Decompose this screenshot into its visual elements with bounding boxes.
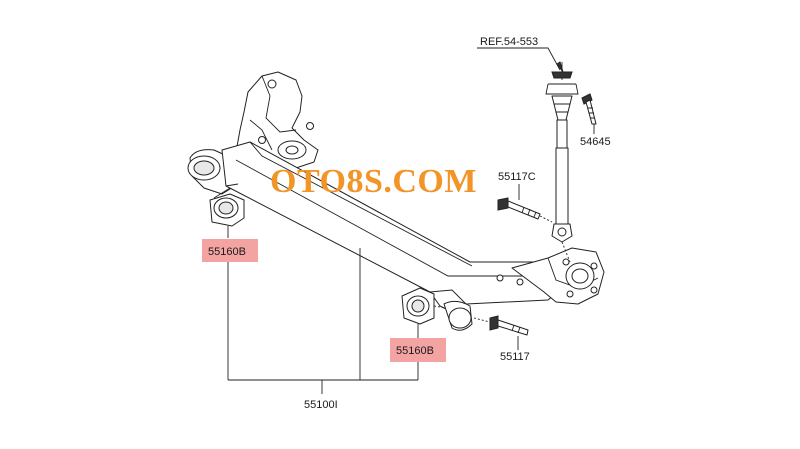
bushing-right [401,287,447,325]
label-55100i[interactable]: 55100I [304,399,338,411]
bushing-left [209,187,245,227]
leader-lines [227,47,595,394]
highlight-55160b-left [202,239,258,262]
watermark-text: OTO8S.COM [270,163,477,200]
rear-axle-assembly [187,71,605,331]
bolt-55117c [497,197,553,223]
bolt-54645 [581,93,597,125]
shock-absorber [545,62,579,263]
label-54645[interactable]: 54645 [580,136,611,148]
highlight-55160b-right [390,338,446,362]
bolt-55117 [473,315,529,336]
label-ref[interactable]: REF.54-553 [480,36,538,48]
label-55160b-left[interactable]: 55160B [208,246,246,258]
label-55117c[interactable]: 55117C [498,171,536,183]
label-55117[interactable]: 55117 [500,351,530,363]
label-55160b-right[interactable]: 55160B [396,345,434,357]
